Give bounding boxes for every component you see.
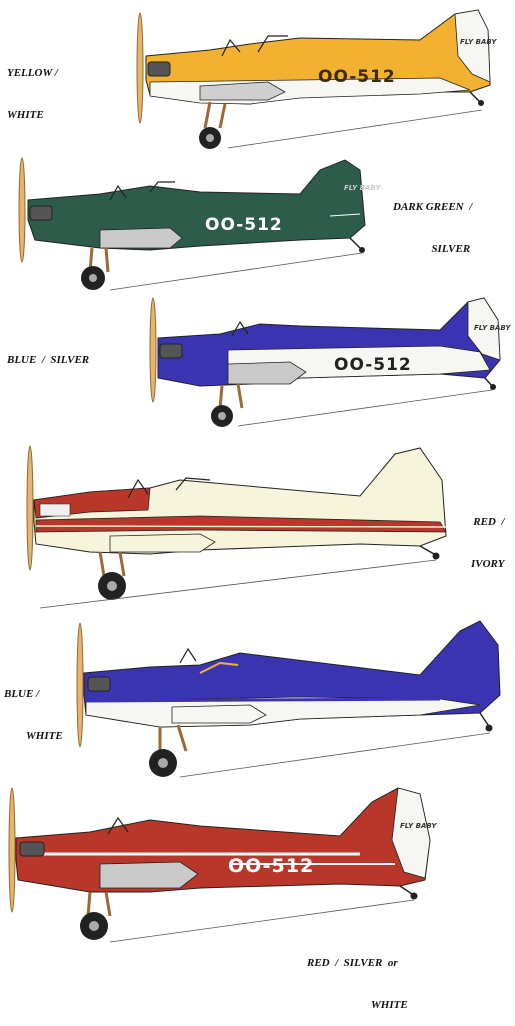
registration-number: OO-512 xyxy=(334,355,412,375)
tail-lettering: FLY BABY xyxy=(460,38,497,46)
airplane-red-ivory xyxy=(26,445,447,609)
scheme-label-red-ivory: RED / IVORY xyxy=(461,487,504,585)
label-line-1: BLUE / SILVER xyxy=(7,354,90,366)
label-line-1: RED / SILVER or xyxy=(307,957,398,969)
label-line-2: WHITE xyxy=(371,999,408,1011)
label-line-1: DARK GREEN / xyxy=(393,201,473,213)
scheme-label-darkgreen-silver: DARK GREEN / SILVER xyxy=(393,172,472,270)
scheme-label-blue-silver: BLUE / SILVER xyxy=(7,325,89,381)
label-line-1: YELLOW / xyxy=(7,67,58,79)
label-line-1: RED / xyxy=(473,516,505,528)
label-line-2: WHITE xyxy=(7,109,44,121)
tail-lettering: FLY BABY xyxy=(474,324,511,332)
tail-lettering: FLY BABY xyxy=(344,184,381,192)
label-line-2: SILVER xyxy=(431,243,471,255)
label-line-2: WHITE xyxy=(26,730,63,742)
scheme-label-yellow-white: YELLOW / WHITE xyxy=(7,38,58,136)
scheme-label-blue-white: BLUE / WHITE xyxy=(4,659,63,757)
airplane-darkgreen-silver: OO-512 FLY BABY xyxy=(18,157,381,291)
airplane-yellow-white: OO-512 FLY BABY xyxy=(136,9,497,149)
registration-number: OO-512 xyxy=(228,855,314,877)
registration-number: OO-512 xyxy=(205,215,283,235)
airplane-blue-silver: OO-512 FLY BABY xyxy=(149,297,511,427)
tail-lettering: FLY BABY xyxy=(400,822,437,830)
label-line-1: BLUE / xyxy=(4,688,40,700)
airplane-red-silver-white: OO-512 FLY BABY xyxy=(8,787,437,943)
label-line-2: IVORY xyxy=(471,558,505,570)
airplane-blue-white xyxy=(76,620,501,778)
registration-number: OO-512 xyxy=(318,67,396,87)
